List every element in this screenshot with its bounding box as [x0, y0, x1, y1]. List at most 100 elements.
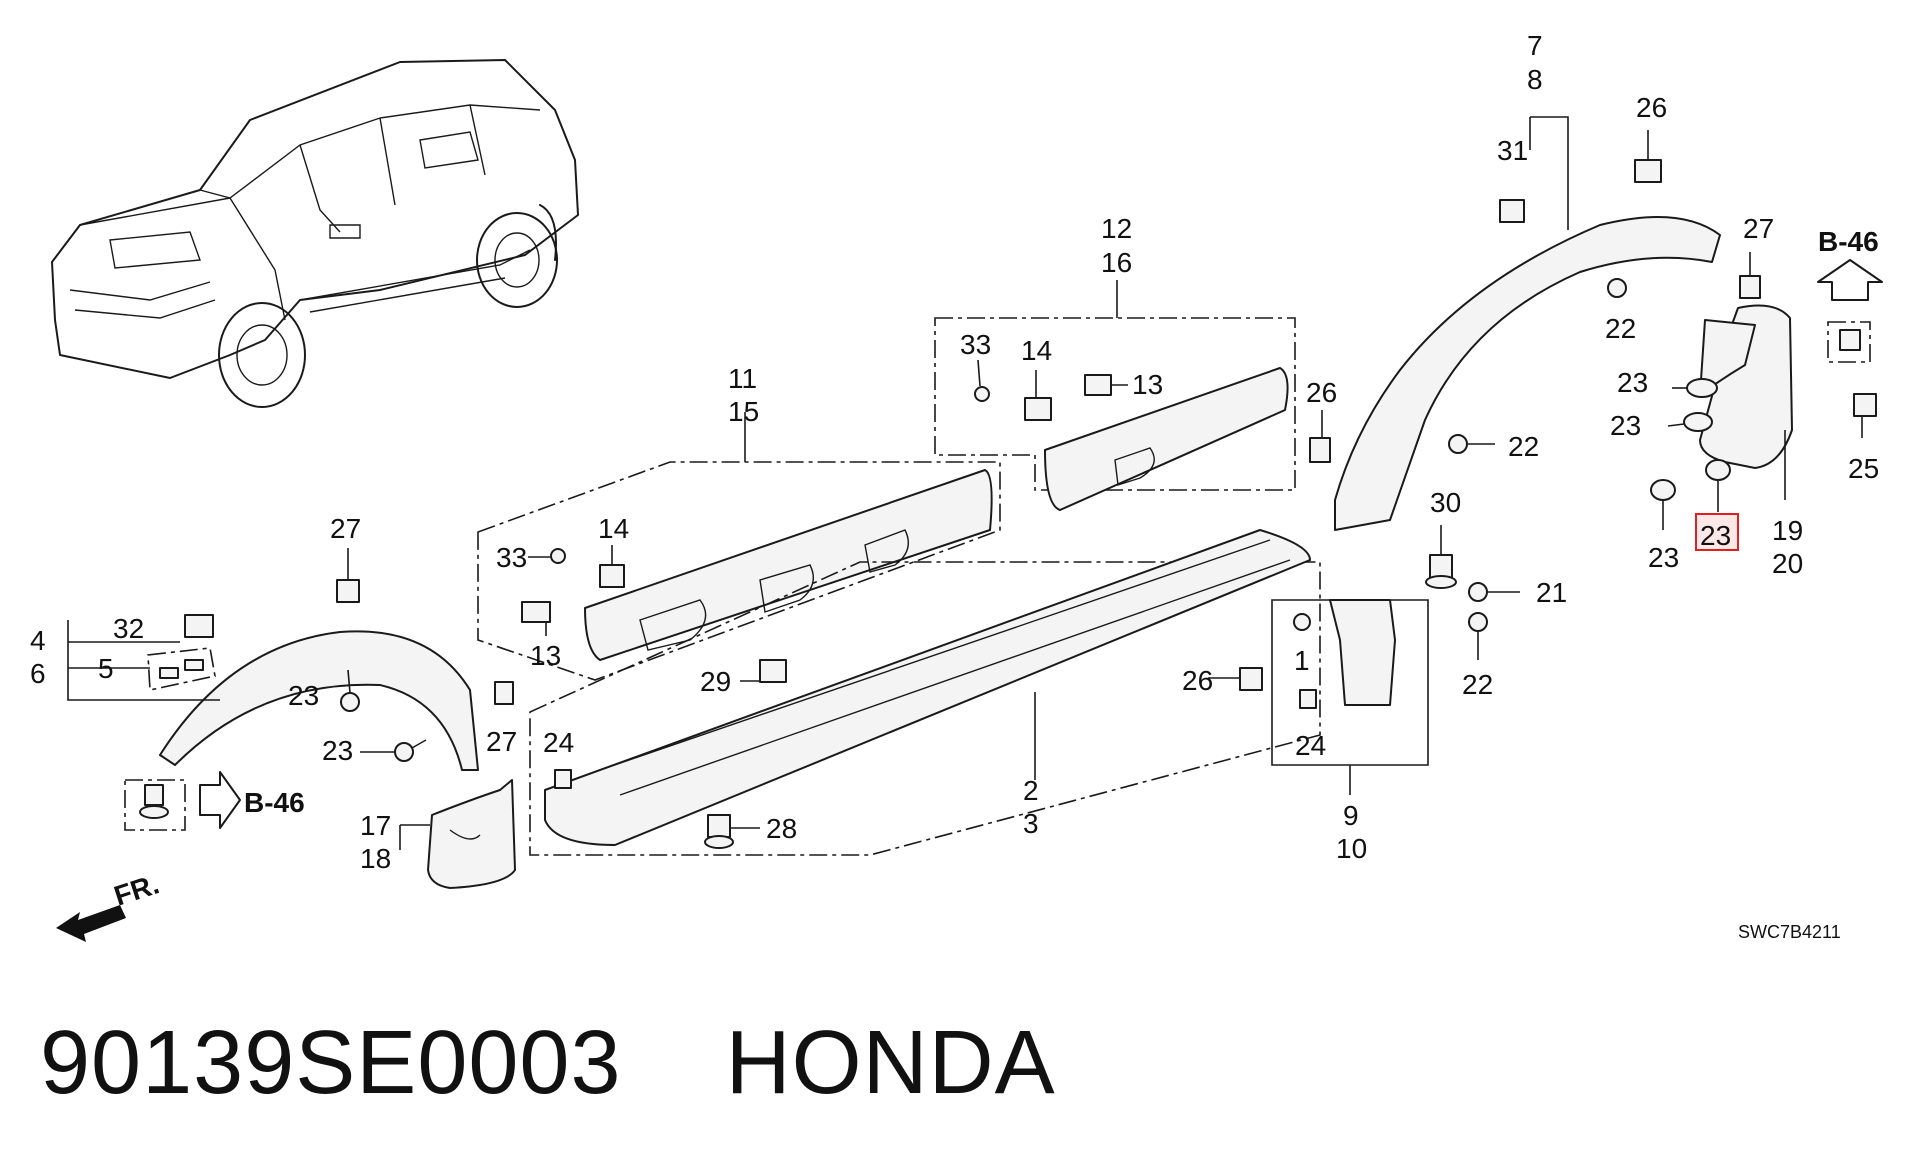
- callout-30: 30: [1430, 487, 1461, 518]
- callout-26: 26: [1182, 665, 1213, 696]
- ref-arrow-b46-rear: B-46: [1817, 226, 1883, 301]
- callout-29: 29: [700, 666, 731, 697]
- clip-rear-dashed: [1827, 321, 1871, 363]
- clip-32: [184, 614, 214, 638]
- ref-arrow-b46-front: B-46: [199, 771, 305, 829]
- screw-23-rear-c: [1650, 479, 1676, 530]
- screw-23-rear-a: [1672, 378, 1718, 398]
- rear-fender-flare: [1334, 116, 1721, 531]
- ref-b46-rear-label: B-46: [1818, 226, 1879, 257]
- callout-12: 12: [1101, 213, 1132, 244]
- callout-3: 3: [1023, 808, 1039, 839]
- callout-25: 25: [1848, 453, 1879, 484]
- clip-13-lower: [521, 601, 551, 636]
- brand-name: HONDA: [725, 1013, 1056, 1113]
- screw-22-low: [1468, 612, 1488, 660]
- callout-23: 23: [1617, 367, 1648, 398]
- clip-31: [1499, 199, 1525, 223]
- bracket-9-10: [1271, 599, 1429, 795]
- screw-23-front-a: [340, 669, 360, 712]
- ref-b46-front-label: B-46: [244, 787, 305, 818]
- callout-5: 5: [98, 653, 114, 684]
- side-garnish-lower: [477, 412, 1001, 681]
- footer-title: 90139SE0003 HONDA: [40, 1012, 1056, 1115]
- callout-16: 16: [1101, 247, 1132, 278]
- callout-14: 14: [598, 513, 629, 544]
- screw-23-rear-d: [1705, 459, 1731, 512]
- rear-mudguard: [1699, 304, 1793, 500]
- callout-33: 33: [496, 542, 527, 573]
- callout-6: 6: [30, 658, 46, 689]
- screw-33-lower: [528, 548, 566, 564]
- callout-9: 9: [1343, 800, 1359, 831]
- callout-27: 27: [1743, 213, 1774, 244]
- callout-22: 22: [1605, 313, 1636, 344]
- clip-28: [704, 814, 760, 849]
- clip-26-mid: [1309, 410, 1331, 463]
- callout-2: 2: [1023, 775, 1039, 806]
- callout-20: 20: [1772, 548, 1803, 579]
- front-fender-flare: [67, 620, 479, 771]
- screw-22-rear-top: [1607, 278, 1627, 298]
- screw-21: [1468, 582, 1520, 602]
- screw-23-rear-b: [1667, 412, 1713, 432]
- callout-32: 32: [113, 613, 144, 644]
- callout-23-highlighted: 23: [1700, 520, 1731, 551]
- fr-label: FR.: [110, 868, 162, 911]
- callout-labels: 7 8 26 31 27 22 23 23 25 22 30 21 22 23 …: [30, 30, 1879, 874]
- clip-26-sill: [1208, 667, 1263, 691]
- clip-27-front: [336, 548, 360, 603]
- front-direction-arrow: FR.: [56, 868, 163, 942]
- callout-8: 8: [1527, 64, 1543, 95]
- front-push-clip: [124, 779, 186, 831]
- callout-27: 27: [486, 726, 517, 757]
- diagram-code: SWC7B4211: [1738, 922, 1841, 942]
- side-garnish-upper: [934, 280, 1296, 511]
- clip-24-sill: [554, 769, 572, 789]
- callout-22: 22: [1462, 669, 1493, 700]
- clip-14-lower: [599, 545, 625, 588]
- clip-27-flare-end: [494, 681, 514, 705]
- clip-13-upper: [1084, 374, 1128, 396]
- callout-4: 4: [30, 625, 46, 656]
- clip-26-rear: [1634, 130, 1662, 183]
- callout-15: 15: [728, 396, 759, 427]
- highlight-box: [1695, 513, 1739, 551]
- clip-29: [740, 659, 787, 683]
- callout-28: 28: [766, 813, 797, 844]
- screw-23-front-b: [360, 739, 427, 762]
- callout-10: 10: [1336, 833, 1367, 864]
- callout-18: 18: [360, 843, 391, 874]
- callout-22: 22: [1508, 431, 1539, 462]
- callout-23: 23: [288, 680, 319, 711]
- clip-27-rear: [1739, 252, 1761, 299]
- callout-23: 23: [1610, 410, 1641, 441]
- callout-24: 24: [1295, 730, 1326, 761]
- clip-25: [1853, 393, 1877, 438]
- callout-11: 11: [728, 363, 757, 394]
- callout-23: 23: [1648, 542, 1679, 573]
- callout-23: 23: [322, 735, 353, 766]
- callout-26: 26: [1306, 377, 1337, 408]
- callout-33: 33: [960, 329, 991, 360]
- callout-21: 21: [1536, 577, 1567, 608]
- screw-33-upper: [974, 359, 990, 402]
- callout-7: 7: [1527, 30, 1543, 61]
- vehicle-illustration: [51, 59, 579, 408]
- clip-14-upper: [1024, 370, 1052, 421]
- screw-22-mid: [1448, 434, 1495, 454]
- callout-24: 24: [543, 727, 574, 758]
- callout-13: 13: [530, 640, 561, 671]
- callout-31: 31: [1497, 135, 1528, 166]
- callout-26: 26: [1636, 92, 1667, 123]
- clip-30: [1425, 525, 1457, 589]
- side-sill: [529, 529, 1321, 856]
- callout-13: 13: [1132, 369, 1163, 400]
- callout-17: 17: [360, 810, 391, 841]
- callout-1: 1: [1294, 645, 1310, 676]
- front-mudguard: [399, 779, 516, 889]
- callout-27: 27: [330, 513, 361, 544]
- callout-19: 19: [1772, 515, 1803, 546]
- callout-14: 14: [1021, 335, 1052, 366]
